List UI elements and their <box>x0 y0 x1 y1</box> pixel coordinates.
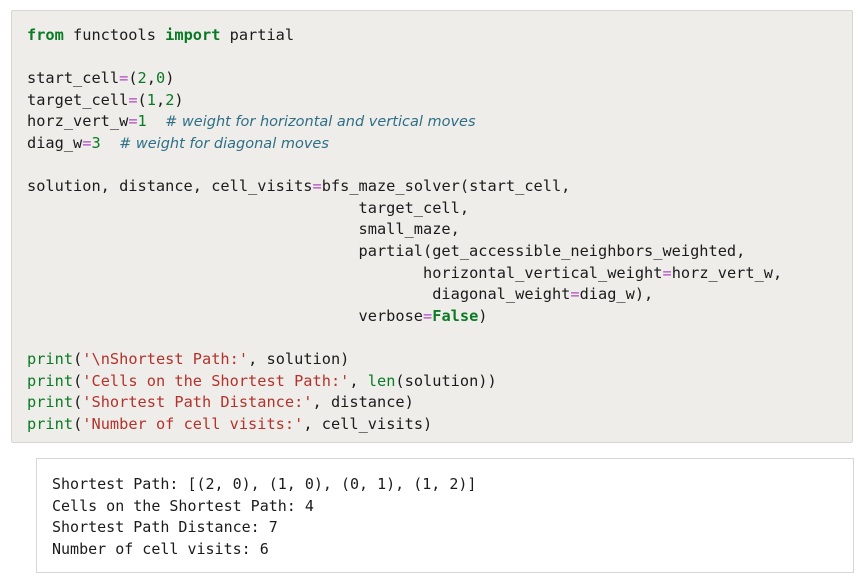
operator: = <box>312 177 322 196</box>
output-line: Shortest Path: [(2, 0), (1, 0), (0, 1), … <box>52 475 477 493</box>
output-line: Cells on the Shortest Path: 4 <box>52 496 314 515</box>
code-line-blank <box>27 47 782 69</box>
operator: = <box>423 306 433 325</box>
keyword-argument: verbose <box>358 306 424 325</box>
code-line-19: print('Number of cell visits:', cell_vis… <box>27 414 782 436</box>
boolean-literal: False <box>432 306 479 325</box>
output-cell: Shortest Path: [(2, 0), (1, 0), (0, 1), … <box>36 458 854 573</box>
argument-value: horz_vert_w, <box>671 263 783 282</box>
paren: ( <box>137 90 147 109</box>
number: 0 <box>155 69 166 88</box>
comma: , <box>146 69 156 88</box>
paren: ) <box>478 306 488 325</box>
code-comment: # weight for diagonal moves <box>119 135 329 152</box>
code-line-17: print('Cells on the Shortest Path:', len… <box>27 371 782 393</box>
paren: ) <box>174 90 184 109</box>
imported-name: partial <box>220 26 295 44</box>
paren: ( <box>73 393 83 412</box>
keyword-argument: horizontal_vertical_weight <box>423 263 663 282</box>
paren: ( <box>128 69 138 88</box>
argument: target_cell, <box>358 198 470 217</box>
variable-name: diag_w <box>27 133 83 152</box>
code-line-6: diag_w=3 # weight for diagonal moves <box>27 133 782 155</box>
output-text: Shortest Path: [(2, 0), (1, 0), (0, 1), … <box>52 474 476 560</box>
code-cell[interactable]: from functools import partial start_cell… <box>11 10 853 443</box>
operator: = <box>119 69 129 88</box>
operator: = <box>570 285 580 304</box>
argument: (solution)) <box>395 371 497 390</box>
code-line-11: partial(get_accessible_neighbors_weighte… <box>27 241 782 263</box>
code-line-14: verbose=False) <box>27 306 782 328</box>
code-editor[interactable]: from functools import partial start_cell… <box>27 25 782 435</box>
string-literal: 'Cells on the Shortest Path:' <box>82 371 350 390</box>
variable-name: target_cell <box>27 90 129 109</box>
code-line-8: solution, distance, cell_visits=bfs_maze… <box>27 176 782 198</box>
number: 1 <box>146 90 156 109</box>
argument: partial(get_accessible_neighbors_weighte… <box>358 241 746 260</box>
code-line-9: target_cell, <box>27 198 782 220</box>
code-line-10: small_maze, <box>27 219 782 241</box>
code-line-blank <box>27 327 782 349</box>
string-literal: '\nShortest Path:' <box>82 349 249 368</box>
builtin-function: print <box>27 349 74 368</box>
code-line-5: horz_vert_w=1 # weight for horizontal an… <box>27 111 782 133</box>
operator: = <box>82 133 92 152</box>
builtin-function: print <box>27 371 74 390</box>
assignment-targets: solution, distance, cell_visits <box>27 177 313 196</box>
code-comment: # weight for horizontal and vertical mov… <box>165 114 476 131</box>
argument: , distance) <box>312 393 414 412</box>
function-call: bfs_maze_solver(start_cell, <box>321 177 571 196</box>
argument: , solution) <box>248 349 350 368</box>
argument: small_maze, <box>358 220 460 239</box>
variable-name: start_cell <box>27 69 120 88</box>
number: 3 <box>91 133 101 152</box>
code-line-blank <box>27 155 782 177</box>
code-line-16: print('\nShortest Path:', solution) <box>27 349 782 371</box>
code-line-4: target_cell=(1,2) <box>27 90 782 112</box>
variable-name: horz_vert_w <box>27 112 129 131</box>
comma: , <box>349 371 368 390</box>
builtin-function: len <box>367 371 396 390</box>
operator: = <box>128 90 138 109</box>
paren: ( <box>73 349 83 368</box>
keyword-from: from <box>27 26 64 44</box>
argument: , cell_visits) <box>303 414 433 433</box>
comma: , <box>155 90 166 109</box>
code-line-13: diagonal_weight=diag_w), <box>27 284 782 306</box>
number: 2 <box>137 69 147 88</box>
string-literal: 'Number of cell visits:' <box>82 414 304 433</box>
code-line-18: print('Shortest Path Distance:', distanc… <box>27 392 782 414</box>
keyword-argument: diagonal_weight <box>432 285 571 304</box>
output-line: Shortest Path Distance: 7 <box>52 518 278 537</box>
module-name: functools <box>63 26 166 44</box>
argument-value: diag_w), <box>579 285 654 304</box>
number: 2 <box>165 90 175 109</box>
paren: ) <box>165 69 175 88</box>
code-line-1: from functools import partial <box>27 25 782 47</box>
output-line: Number of cell visits: 6 <box>52 539 269 558</box>
keyword-import: import <box>165 26 221 44</box>
operator: = <box>128 112 138 131</box>
builtin-function: print <box>27 414 74 433</box>
number: 1 <box>137 112 147 131</box>
code-line-12: horizontal_vertical_weight=horz_vert_w, <box>27 263 782 285</box>
paren: ( <box>73 414 83 433</box>
string-literal: 'Shortest Path Distance:' <box>82 393 313 412</box>
builtin-function: print <box>27 393 74 412</box>
operator: = <box>662 263 672 282</box>
paren: ( <box>73 371 83 390</box>
code-line-3: start_cell=(2,0) <box>27 68 782 90</box>
